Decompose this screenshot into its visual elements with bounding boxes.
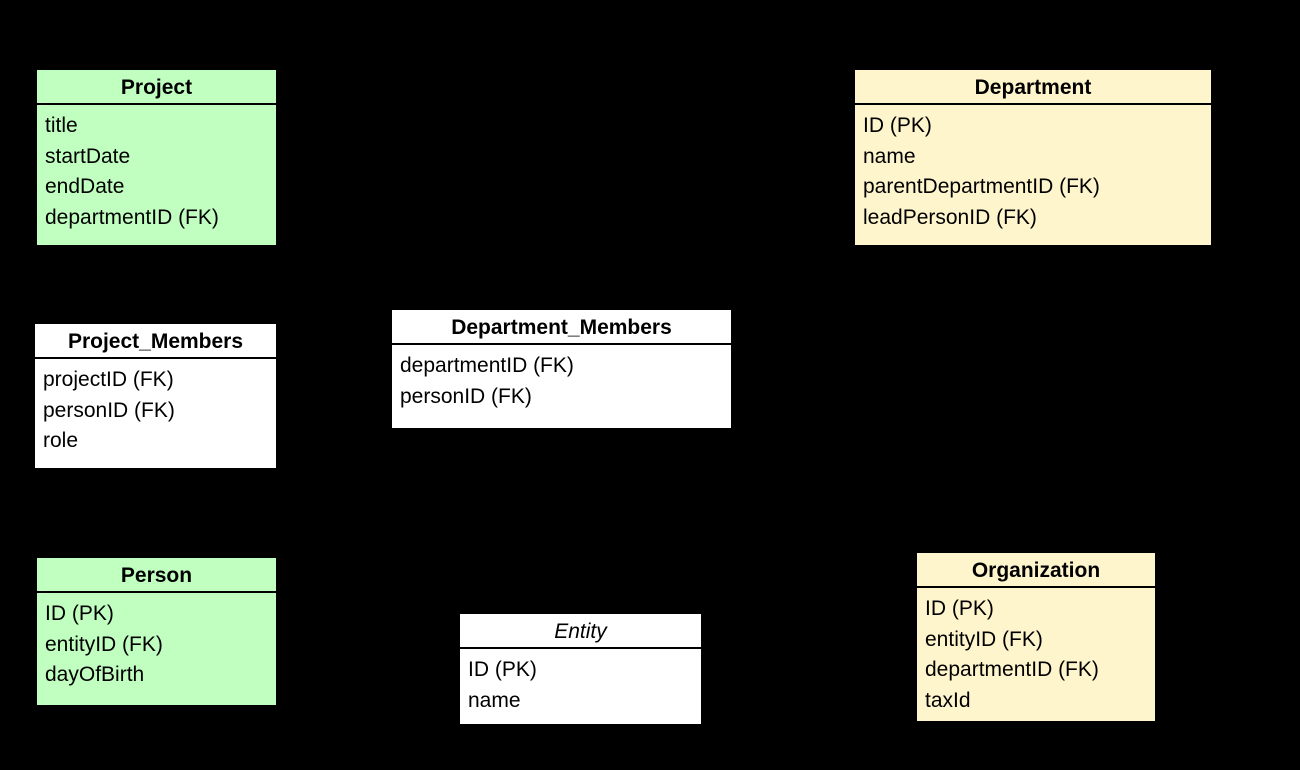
attribute-row: departmentID (FK) [45,205,219,229]
attribute-row: personID (FK) [400,384,532,408]
attribute-row: role [43,429,79,452]
entity-attributes-department_members: departmentID (FK) personID (FK) [392,345,731,428]
entity-box-department_members[interactable]: Department_Members departmentID (FK) perso… [390,308,733,430]
entity-attributes-project: title startDate endDate departmentID (FK) [37,105,276,245]
entity-title-person: Person [37,558,276,593]
entity-title-department_members: Department_Members [392,310,731,345]
entity-title-project: Project [37,70,276,105]
entity-attributes-department: ID (PK) name parentDepartmentID (FK) leadPe… [855,105,1211,245]
attribute-row: parentDepartmentID (FK) [863,175,1100,198]
attribute-row: ID (PK) [45,602,114,625]
attribute-row: name [863,144,916,168]
entity-title-department: Department [855,70,1211,105]
attribute-row: projectID (FK) [43,368,174,391]
attribute-row: leadPersonID (FK) [863,205,1037,229]
attribute-row: title [45,114,78,137]
attribute-row: personID (FK) [43,398,175,422]
attribute-row: taxId [925,688,971,712]
entity-attributes-organization: ID (PK) entityID (FK) departmentID (FK) tax… [917,588,1155,721]
attribute-row: departmentID (FK) [400,354,574,377]
entity-attributes-project_members: projectID (FK) personID (FK) role [35,359,276,468]
attribute-row: departmentID (FK) [925,658,1099,681]
attribute-row: ID (PK) [925,597,994,620]
entity-box-project_members[interactable]: Project_Members projectID (FK) personID (F… [33,322,278,470]
entity-box-department[interactable]: Department ID (PK) name parentDepartmentID … [853,68,1213,247]
attribute-row: endDate [45,175,125,198]
attribute-row: entityID (FK) [925,627,1043,651]
attribute-row: ID (PK) [468,658,537,681]
attribute-row: startDate [45,144,131,168]
entity-title-project_members: Project_Members [35,324,276,359]
entity-box-entity[interactable]: Entity ID (PK) name [458,612,703,726]
attribute-row: name [468,688,521,712]
entity-box-project[interactable]: Project title startDate endDate departmentID… [35,68,278,247]
attribute-row: dayOfBirth [45,663,145,686]
attribute-row: ID (PK) [863,114,932,137]
entity-box-organization[interactable]: Organization ID (PK) entityID (FK) departme… [915,551,1157,723]
entity-attributes-person: ID (PK) entityID (FK) dayOfBirth [37,593,276,705]
entity-box-person[interactable]: Person ID (PK) entityID (FK) dayOfBirth [35,556,278,707]
entity-attributes-entity: ID (PK) name [460,649,701,724]
attribute-row: entityID (FK) [45,632,163,656]
entity-title-organization: Organization [917,553,1155,588]
entity-title-entity: Entity [460,614,701,649]
